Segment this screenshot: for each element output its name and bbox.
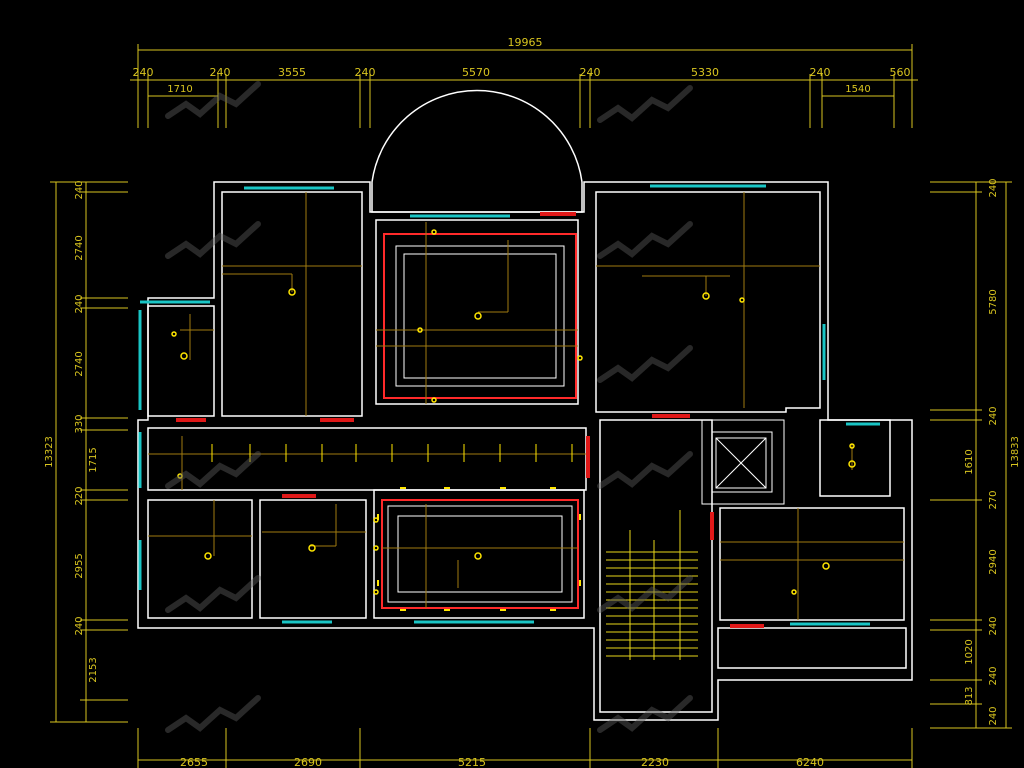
dim-top-seg: 240 (580, 66, 601, 79)
dim-top-seg: 240 (810, 66, 831, 79)
right-dim-labels: 13833 240 5780 240 270 2940 240 240 240 … (964, 178, 1021, 725)
dim-top-overall: 19965 (508, 36, 543, 49)
staircase (606, 510, 698, 660)
dim-top-sub: 1540 (845, 84, 870, 95)
dim-left-seg: 330 (74, 414, 85, 433)
elevator-shaft (701, 419, 785, 505)
dim-right-seg: 240 (988, 706, 999, 725)
dim-right-seg: 2940 (988, 549, 999, 574)
left-dimension-chain (50, 181, 128, 723)
dim-left-seg: 240 (74, 294, 85, 313)
dim-left-seg: 2740 (74, 351, 85, 376)
dim-left-overall: 13323 (44, 436, 55, 468)
outer-walls (137, 181, 913, 721)
dim-top-seg: 560 (890, 66, 911, 79)
dim-top-seg: 5330 (691, 66, 719, 79)
dim-left-seg: 2955 (74, 553, 85, 578)
dim-top-seg: 3555 (278, 66, 306, 79)
dining-tray-markers (377, 487, 581, 611)
dim-top-seg: 240 (210, 66, 231, 79)
ceiling-tray-living (383, 233, 577, 399)
dim-left-sub: 1715 (88, 447, 99, 472)
corridor-downlights (211, 444, 573, 462)
dim-right-sub: 1610 (964, 449, 975, 474)
bottom-dimension-chain (137, 728, 913, 768)
dim-top-seg: 5570 (462, 66, 490, 79)
dim-top-seg: 240 (355, 66, 376, 79)
top-dim-labels: 240 240 3555 240 5570 240 5330 240 560 1… (133, 66, 911, 95)
bay-window-arc (371, 89, 583, 213)
dim-left-seg: 240 (74, 616, 85, 635)
top-dimension-chain (130, 44, 918, 128)
dim-right-seg: 270 (988, 490, 999, 509)
dim-right-seg: 240 (988, 666, 999, 685)
dim-right-sub: 1020 (964, 639, 975, 664)
dim-top-seg: 240 (133, 66, 154, 79)
dim-right-overall: 13833 (1010, 436, 1021, 468)
windows (138, 184, 880, 626)
dim-left-seg: 220 (74, 486, 85, 505)
dim-bottom-seg: 2655 (180, 756, 208, 768)
right-dimension-chain (930, 181, 1012, 729)
left-dim-labels: 13323 240 2740 240 2740 330 220 2955 240… (44, 180, 99, 682)
ceiling-tray-dining (381, 499, 579, 609)
dim-left-sub: 2153 (88, 657, 99, 682)
dim-right-seg: 240 (988, 616, 999, 635)
dim-bottom-seg: 2230 (641, 756, 669, 768)
lighting-circuits (148, 192, 904, 620)
bottom-dim-labels: 2655 2690 5215 2230 6240 (180, 756, 824, 768)
dim-bottom-seg: 5215 (458, 756, 486, 768)
dim-left-seg: 240 (74, 180, 85, 199)
dim-right-sub: 813 (964, 686, 975, 705)
doors (176, 212, 764, 628)
dim-right-seg: 5780 (988, 289, 999, 314)
dim-right-seg: 240 (988, 406, 999, 425)
watermark (165, 81, 693, 733)
dim-top-sub: 1710 (167, 84, 192, 95)
dim-left-seg: 2740 (74, 235, 85, 260)
light-fixtures (171, 229, 856, 595)
dim-bottom-seg: 6240 (796, 756, 824, 768)
dim-right-seg: 240 (988, 178, 999, 197)
dim-bottom-seg: 2690 (294, 756, 322, 768)
